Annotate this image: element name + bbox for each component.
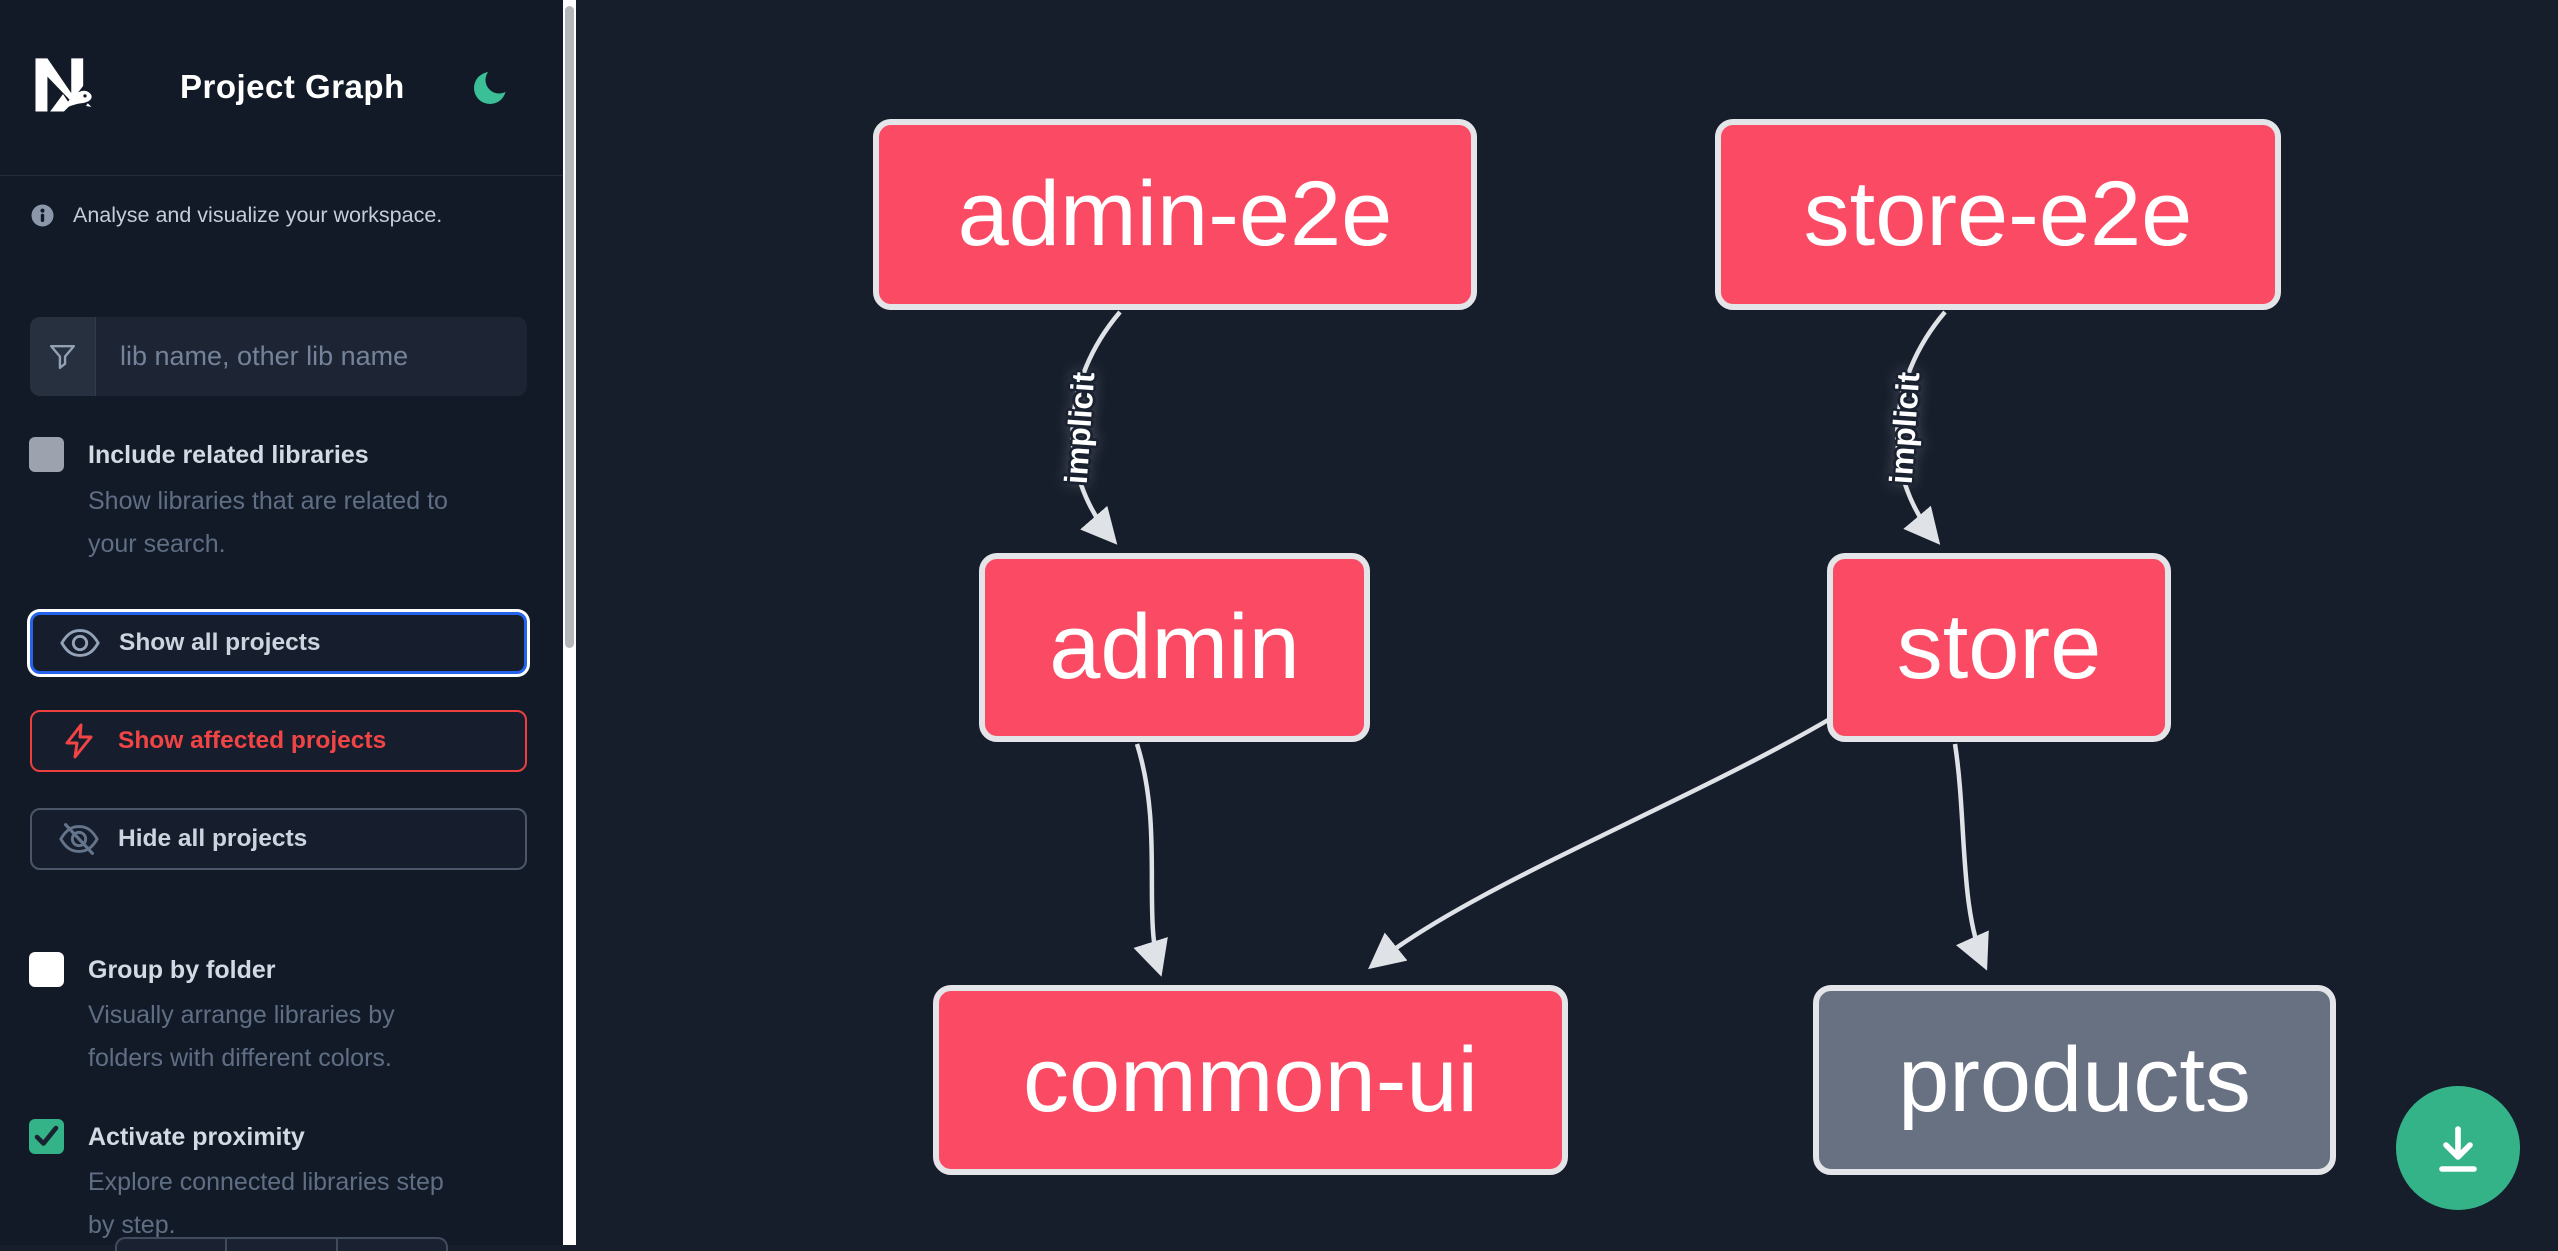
group-by-folder-desc-1: Visually arrange libraries by [88, 1001, 395, 1029]
show-all-projects-label: Show all projects [119, 629, 321, 656]
nx-logo-icon [35, 58, 92, 112]
search-input[interactable] [96, 317, 527, 396]
sidebar-scrollbar[interactable] [563, 0, 576, 1245]
page-title: Project Graph [180, 68, 405, 105]
workspace-info: Analyse and visualize your workspace. [31, 203, 442, 228]
node-common-ui[interactable]: common-ui [933, 985, 1568, 1175]
proximity-stepper-segment[interactable] [227, 1239, 338, 1251]
scrollbar-thumb[interactable] [565, 6, 574, 648]
edge-label-implicit: implicit [1057, 370, 1102, 486]
node-admin-e2e[interactable]: admin-e2e [873, 119, 1477, 310]
activate-proximity-checkbox[interactable] [29, 1119, 64, 1154]
show-all-projects-button[interactable]: Show all projects [30, 612, 527, 674]
activate-proximity-desc-1: Explore connected libraries step [88, 1168, 444, 1196]
hide-all-projects-label: Hide all projects [118, 825, 308, 852]
include-related-label[interactable]: Include related libraries [88, 441, 369, 469]
dependency-edges [1070, 310, 1989, 977]
include-related-desc-1: Show libraries that are related to [88, 487, 448, 515]
sidebar: Project Graph Analyse and visualize your… [0, 0, 563, 1251]
node-products[interactable]: products [1813, 985, 2336, 1175]
edge-admin-common-ui [1133, 743, 1168, 977]
proximity-stepper-segment[interactable] [117, 1239, 228, 1251]
moon-icon[interactable] [472, 68, 510, 106]
proximity-stepper-segment[interactable] [338, 1239, 446, 1251]
search-box [30, 317, 527, 396]
edge-label-implicit: implicit [1882, 370, 1927, 486]
bolt-icon [58, 722, 100, 760]
funnel-icon [30, 317, 96, 396]
info-icon [31, 204, 54, 227]
group-by-folder-label[interactable]: Group by folder [88, 956, 276, 984]
node-label: admin [1049, 596, 1300, 698]
show-affected-projects-label: Show affected projects [118, 727, 387, 754]
node-label: admin-e2e [957, 163, 1393, 265]
sidebar-header: Project Graph [0, 0, 563, 176]
node-store-e2e[interactable]: store-e2e [1715, 119, 2281, 310]
node-label: store-e2e [1803, 163, 2193, 265]
include-related-checkbox[interactable] [29, 437, 64, 472]
edge-store-products [1952, 743, 1989, 971]
node-admin[interactable]: admin [979, 553, 1370, 742]
node-label: store [1896, 596, 2102, 698]
group-by-folder-desc-2: folders with different colors. [88, 1044, 392, 1072]
node-label: common-ui [1022, 1028, 1478, 1131]
graph-canvas[interactable]: implicit implicit admin-e2e store-e2e ad… [576, 0, 2558, 1245]
hide-all-projects-button[interactable]: Hide all projects [30, 808, 527, 870]
download-icon [2439, 1126, 2477, 1172]
edge-admin-e2e-admin [1070, 310, 1122, 545]
activate-proximity-desc-2: by step. [88, 1211, 176, 1239]
proximity-stepper[interactable] [115, 1237, 448, 1251]
eye-off-icon [58, 821, 100, 857]
node-store[interactable]: store [1827, 553, 2171, 742]
download-image-button[interactable] [2396, 1086, 2520, 1210]
show-affected-projects-button[interactable]: Show affected projects [30, 710, 527, 772]
node-label: products [1898, 1028, 2251, 1131]
activate-proximity-label[interactable]: Activate proximity [88, 1123, 305, 1151]
edge-store-e2e-store [1895, 310, 1947, 545]
group-by-folder-checkbox[interactable] [29, 952, 64, 987]
edge-store-common-ui [1368, 714, 1837, 970]
info-text: Analyse and visualize your workspace. [73, 203, 443, 227]
check-icon [34, 1125, 59, 1146]
eye-icon [59, 627, 101, 659]
include-related-desc-2: your search. [88, 530, 226, 558]
